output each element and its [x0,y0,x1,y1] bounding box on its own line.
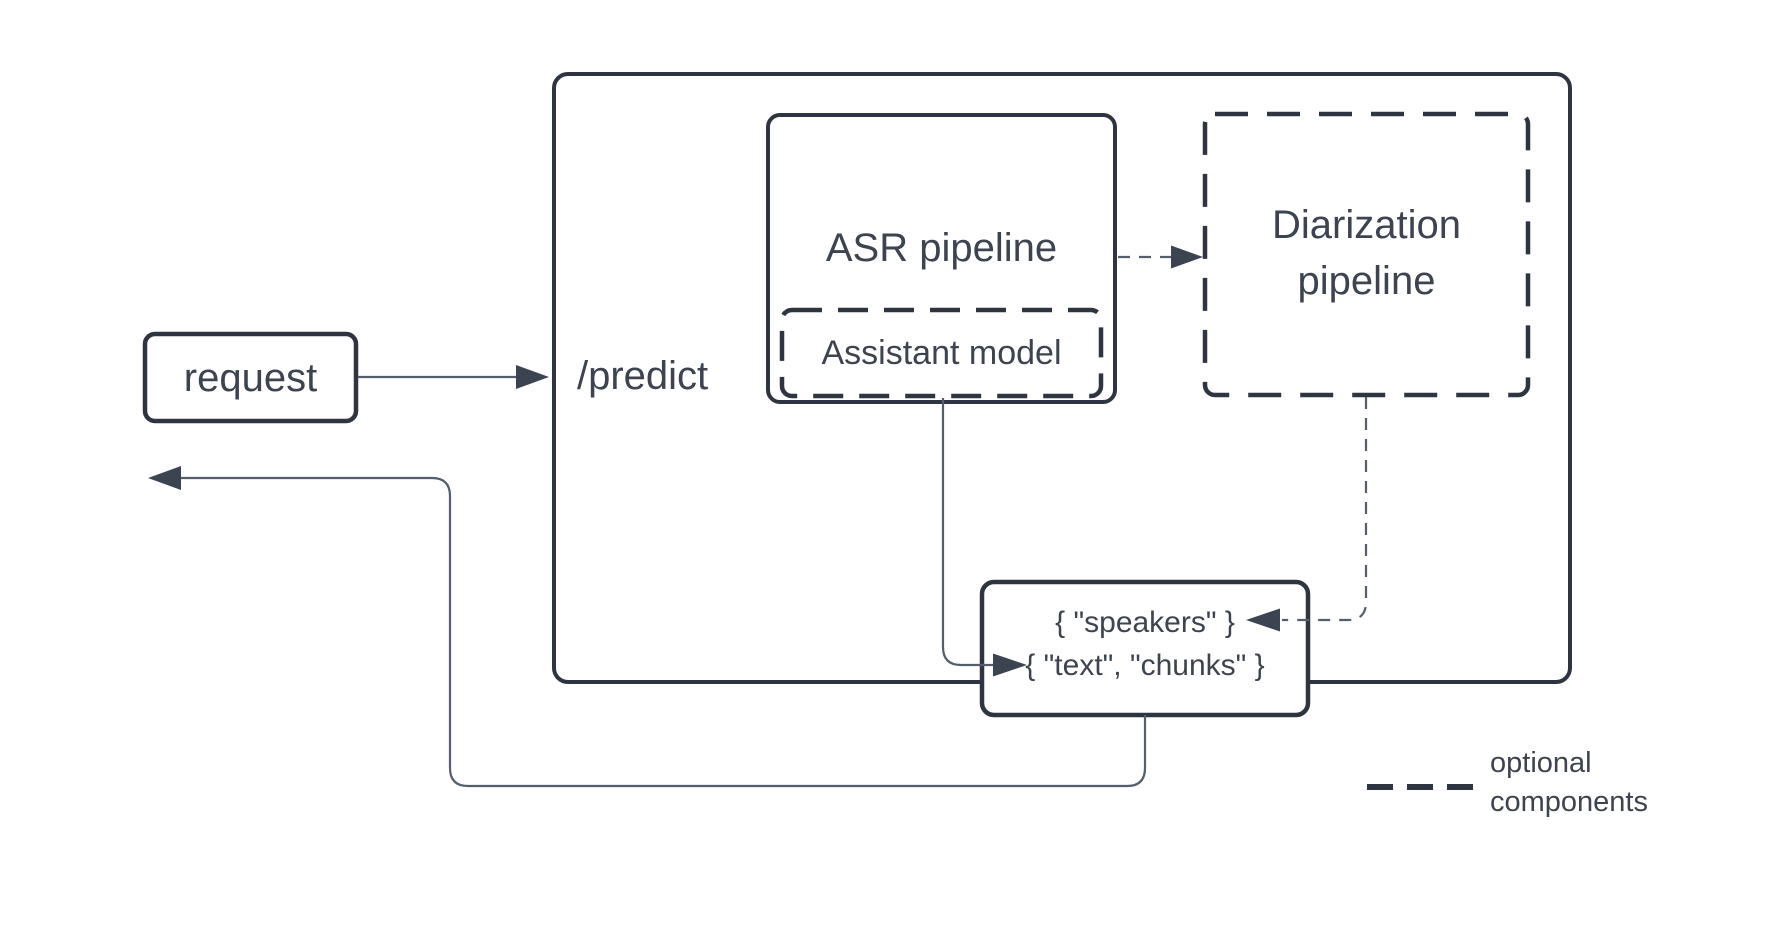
request-to-predict-arrowhead-icon [516,365,549,389]
diarization-label-line2: pipeline [1297,259,1436,303]
asr-to-diarization-arrowhead-icon [1171,245,1203,269]
asr-pipeline-label: ASR pipeline [825,226,1058,270]
diarization-to-output-arrowhead-icon [1246,608,1280,632]
predict-endpoint-label: /predict [577,354,709,398]
assistant-model-box [779,307,1104,399]
assistant-to-output-arrow [941,398,993,667]
assistant-to-output-arrowhead-icon [993,653,1027,677]
output-box-label: { "speakers" } { "text", "chunks" } [982,601,1308,687]
legend-label-line2: components [1490,786,1648,818]
legend-label: optional components [1490,744,1648,822]
request-box [142,331,359,424]
output-text-chunks-label: { "text", "chunks" } [1025,649,1265,682]
diarization-pipeline-box [1202,111,1531,398]
diarization-pipeline-label: Diarization pipeline [1205,197,1528,309]
legend-label-line1: optional [1490,747,1592,779]
diarization-to-output-arrow [1282,397,1368,622]
diarization-label-line1: Diarization [1272,203,1461,247]
assistant-model-label: Assistant model [821,334,1062,372]
output-speakers-label: { "speakers" } [1055,606,1235,639]
request-label: request [183,355,318,400]
output-to-response-arrowhead-icon [148,466,181,490]
output-to-response-arrow [181,476,1147,788]
